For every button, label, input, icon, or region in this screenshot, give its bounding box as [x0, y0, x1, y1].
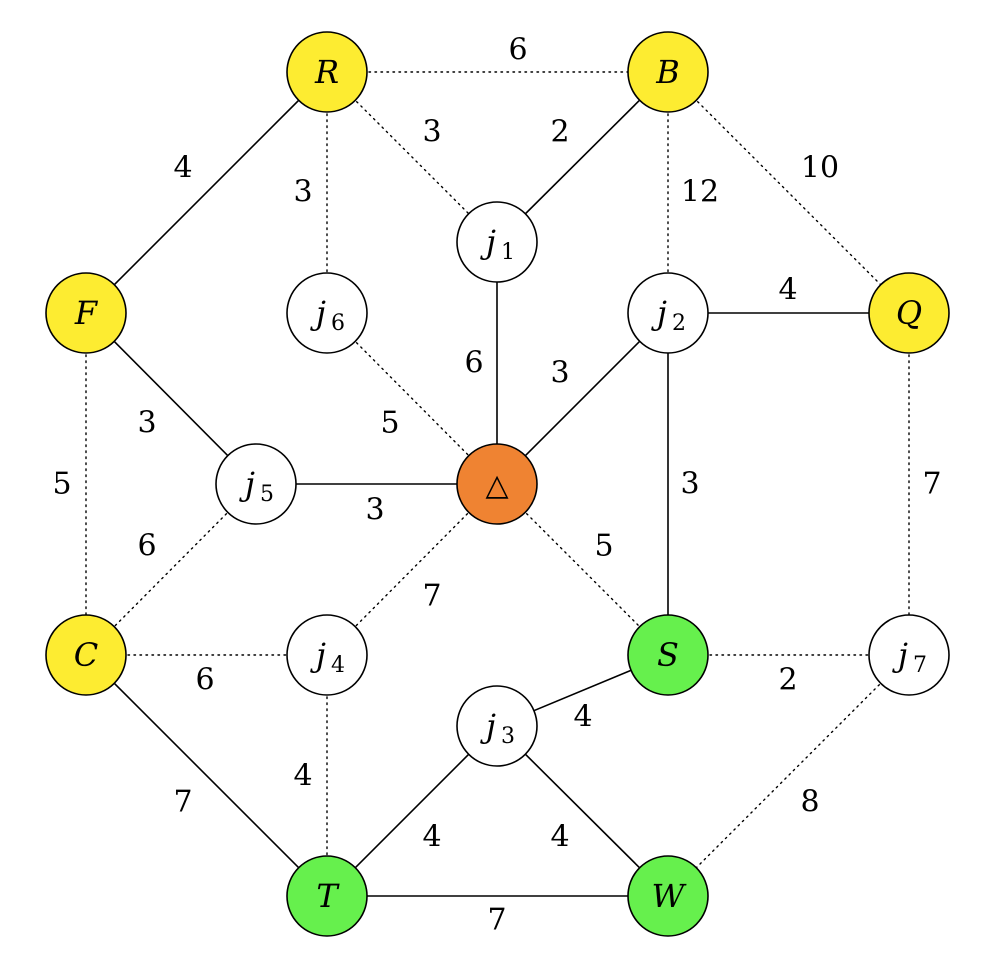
edge-weight-j2-S: 3: [680, 467, 699, 502]
edge-weight-R-j1: 3: [422, 115, 441, 150]
node-label-B: B: [655, 53, 680, 91]
node-W: W: [627, 855, 709, 937]
edge-weight-B-j2: 12: [681, 175, 719, 210]
node-label-F: F: [74, 294, 99, 332]
node-circle-j2: [627, 272, 709, 354]
edge-weight-C-T: 7: [173, 785, 192, 820]
edge-weight-T-W: 7: [487, 903, 506, 938]
edge-tri-j4: [326, 483, 498, 656]
edge-weight-C-j4: 6: [195, 663, 214, 698]
node-subscript-j6: 6: [331, 311, 345, 336]
node-label-W: W: [652, 877, 688, 915]
node-label-R: R: [314, 53, 339, 91]
edge-weight-j7-W: 8: [800, 785, 819, 820]
node-label-Q: Q: [896, 294, 922, 332]
node-circle-tri: [456, 443, 538, 525]
edge-weight-j2-tri: 3: [550, 356, 569, 391]
node-circle-S: [627, 614, 709, 696]
node-circle-W: [627, 855, 709, 937]
node-circle-j4: [286, 614, 368, 696]
edge-weight-B-j1: 2: [550, 115, 569, 150]
node-label-tri: △: [485, 468, 508, 503]
edge-weight-R-F: 4: [173, 151, 192, 186]
edge-weight-Q-j7: 7: [922, 467, 941, 502]
node-label-C: C: [74, 636, 98, 674]
node-circle-F: [45, 272, 127, 354]
edge-j6-tri: [326, 312, 498, 485]
edge-weight-R-B: 6: [508, 33, 527, 68]
edge-weight-R-j6: 3: [293, 175, 312, 210]
edge-weight-j5-C: 6: [137, 529, 156, 564]
node-C: C: [45, 614, 127, 696]
edge-weight-S-j7: 2: [778, 663, 797, 698]
node-circle-B: [627, 31, 709, 113]
edge-j5-C: [85, 483, 257, 656]
node-circle-j3: [456, 685, 538, 767]
node-F: F: [45, 272, 127, 354]
node-Q: Q: [868, 272, 950, 354]
node-circle-T: [286, 855, 368, 937]
node-circle-C: [45, 614, 127, 696]
node-label-S: S: [657, 636, 679, 674]
edge-weight-B-Q: 10: [801, 151, 839, 186]
edge-weight-j5-tri: 3: [365, 493, 384, 528]
edge-weight-j4-T: 4: [293, 759, 312, 794]
node-subscript-j5: 5: [260, 482, 274, 507]
node-label-T: T: [316, 877, 340, 915]
node-circle-R: [286, 31, 368, 113]
node-circle-j5: [215, 443, 297, 525]
node-tri: △: [456, 443, 538, 525]
node-subscript-j4: 4: [331, 653, 345, 678]
edge-weight-j3-W: 4: [550, 820, 569, 855]
node-circle-Q: [868, 272, 950, 354]
node-subscript-j2: 2: [672, 311, 686, 336]
edge-weight-F-j5: 3: [137, 406, 156, 441]
node-S: S: [627, 614, 709, 696]
edge-weight-F-C: 5: [52, 467, 71, 502]
edge-C-T: [85, 654, 328, 897]
node-B: B: [627, 31, 709, 113]
edge-R-j1: [326, 71, 498, 243]
edge-B-Q: [667, 71, 910, 314]
edge-tri-S: [496, 483, 669, 656]
edge-weight-S-j3: 4: [573, 700, 592, 735]
node-subscript-j1: 1: [501, 240, 515, 265]
node-circle-j7: [868, 614, 950, 696]
edge-j7-W: [667, 654, 910, 897]
node-circle-j6: [286, 272, 368, 354]
edge-weight-j3-T: 4: [422, 820, 441, 855]
edge-weight-tri-j4: 7: [422, 579, 441, 614]
node-circle-j1: [456, 201, 538, 283]
edge-weight-j2-Q: 4: [778, 273, 797, 308]
node-R: R: [286, 31, 368, 113]
edge-weight-tri-S: 5: [594, 529, 613, 564]
node-subscript-j7: 7: [913, 653, 927, 678]
edge-weight-j6-tri: 5: [380, 406, 399, 441]
node-subscript-j3: 3: [501, 724, 515, 749]
edge-R-F: [85, 71, 328, 314]
node-T: T: [286, 855, 368, 937]
edge-weight-j1-tri: 6: [464, 346, 483, 381]
